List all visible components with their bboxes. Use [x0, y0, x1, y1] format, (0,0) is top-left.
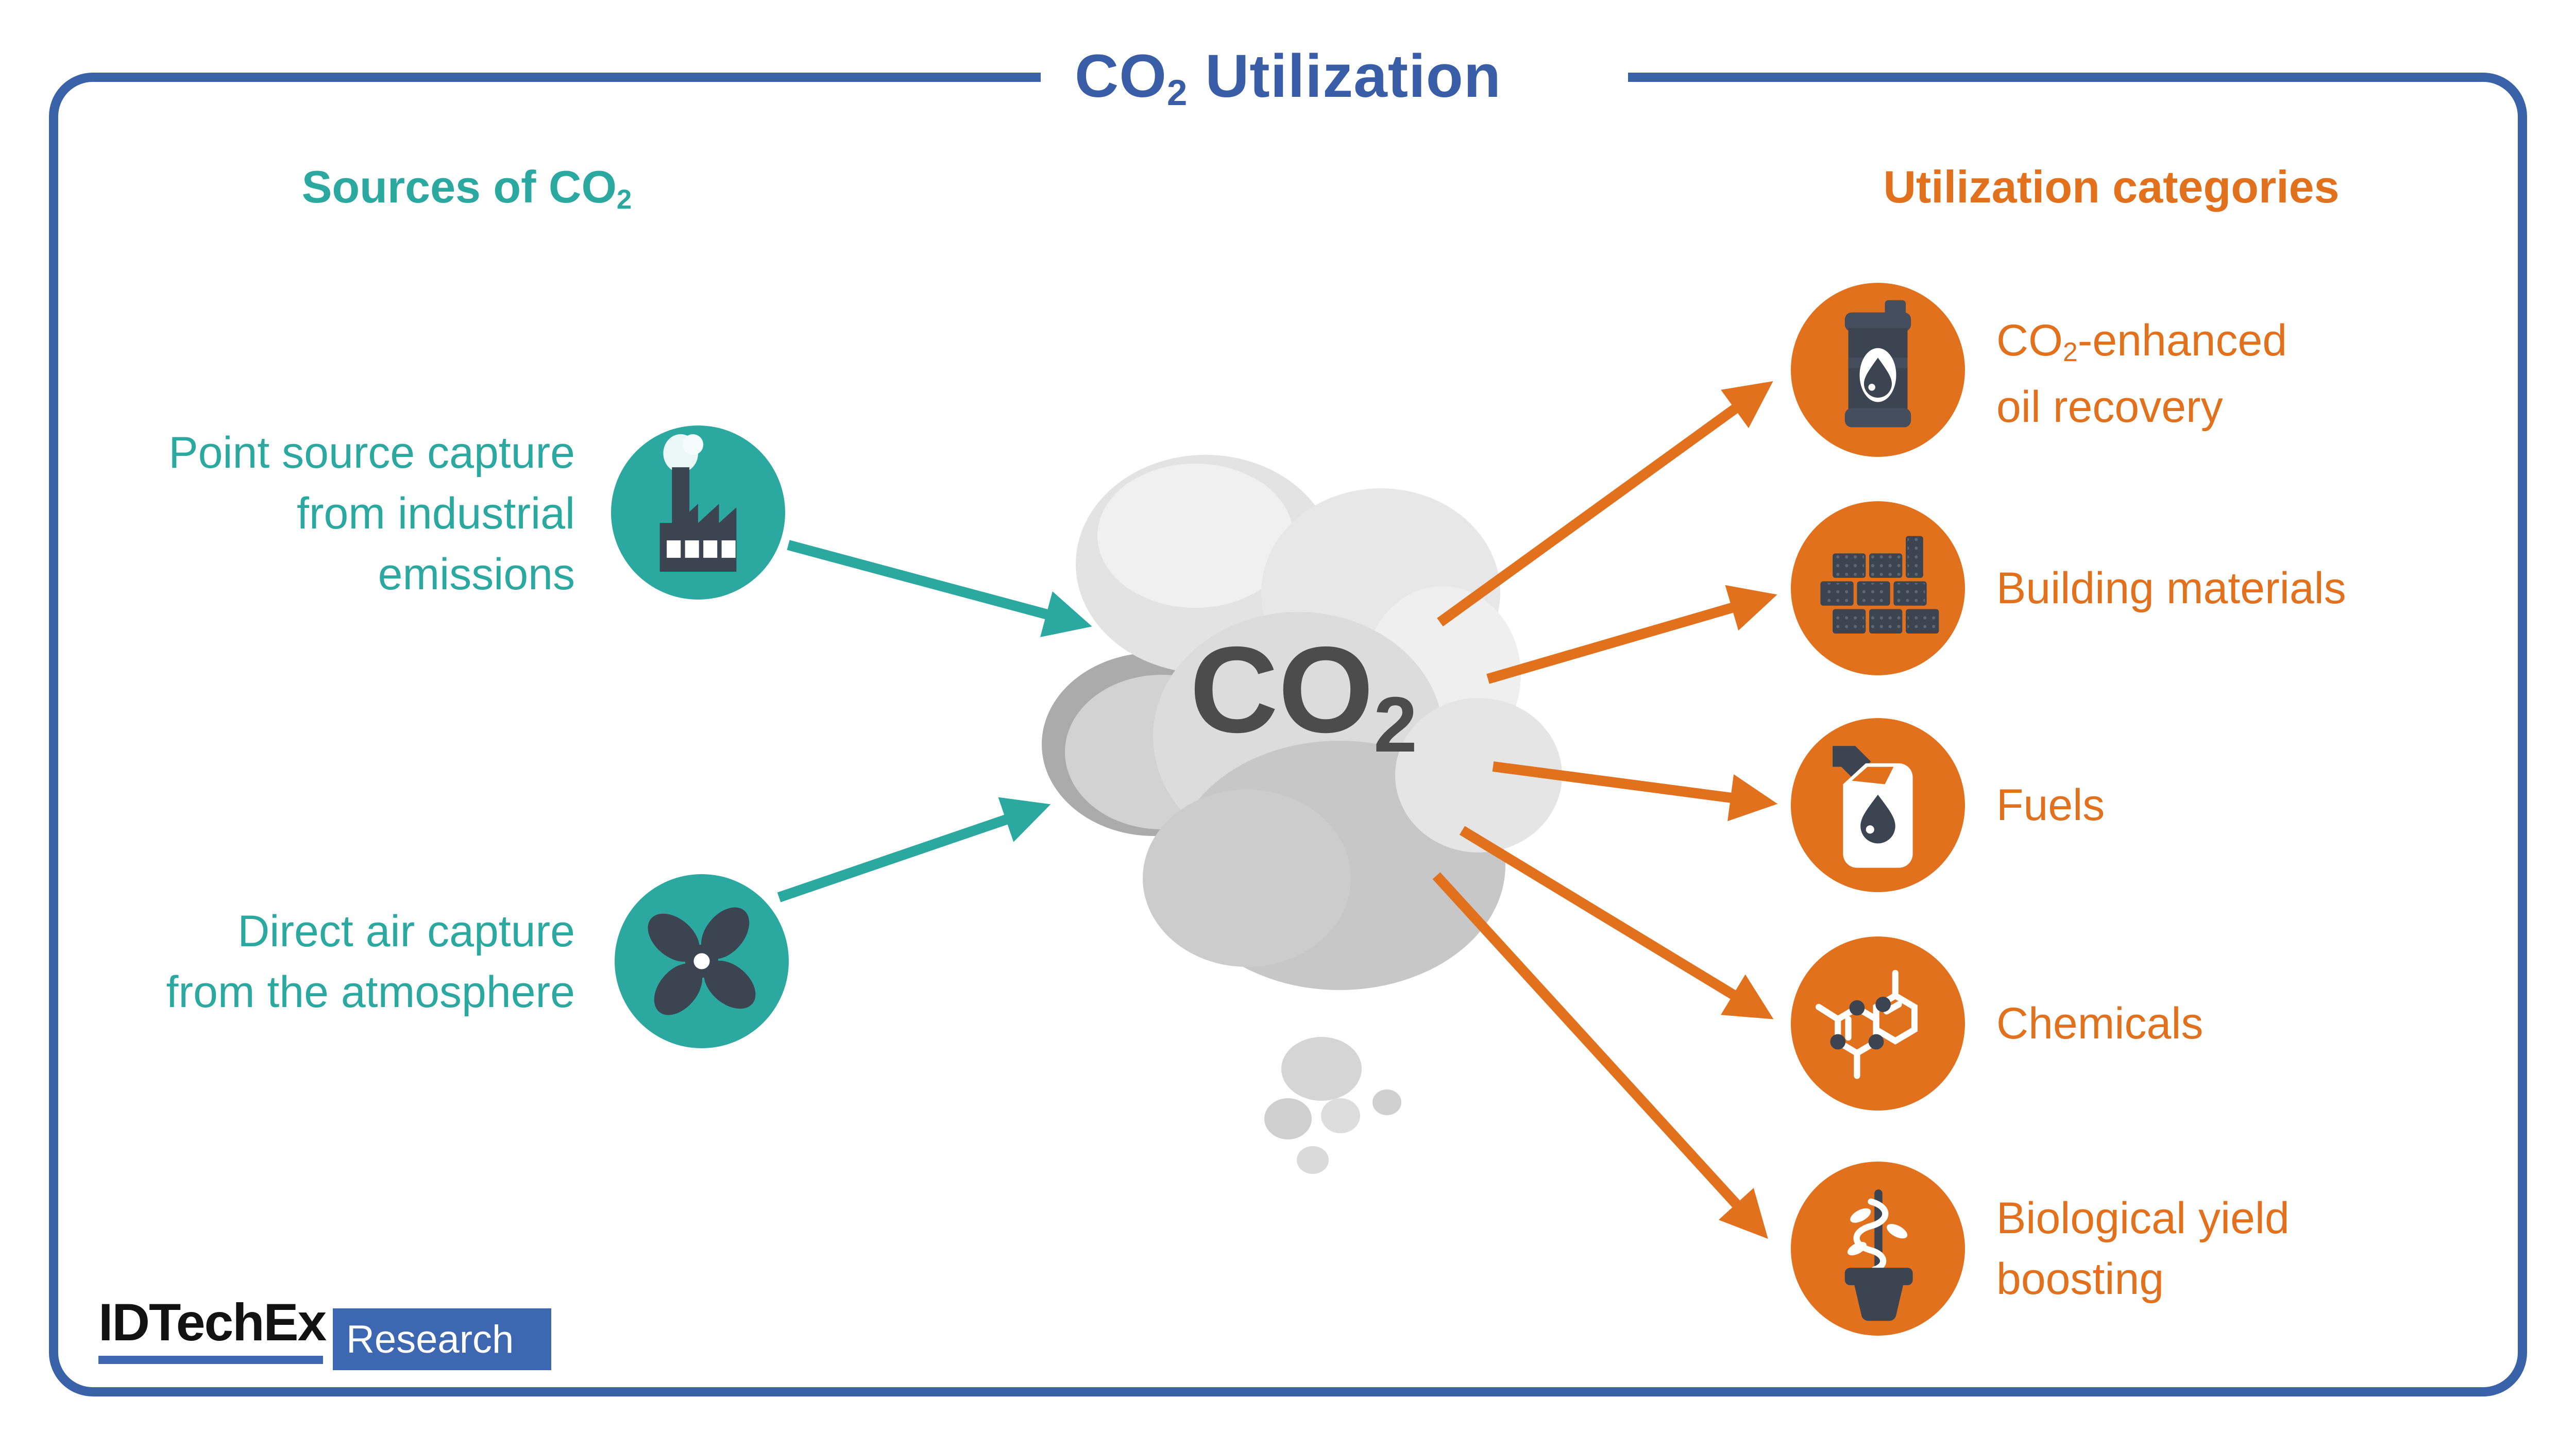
research-badge: Research — [333, 1308, 551, 1370]
utilization-circle-biological — [1791, 1162, 1965, 1336]
utilization-circle-fuels — [1791, 718, 1965, 892]
oil-barrel-icon — [1844, 300, 1911, 428]
utilization-label-building-materials: Building materials — [1996, 564, 2346, 613]
utilization-label-fuels: Fuels — [1996, 780, 2105, 830]
utilization-label-oil-recovery: CO2-enhanced oil recovery — [1996, 316, 2287, 432]
idtechex-logo-underline — [98, 1356, 323, 1364]
title-gap — [1041, 57, 1628, 98]
utilization-heading: Utilization categories — [1883, 161, 2340, 212]
sources-heading: Sources of CO2 — [301, 161, 632, 215]
utilization-label-chemicals: Chemicals — [1996, 999, 2204, 1048]
co2-cloud — [1042, 455, 1562, 1174]
utilization-circle-oil-recovery — [1791, 283, 1965, 457]
source-circle-point-source — [611, 425, 785, 600]
utilization-circle-building-materials — [1791, 501, 1965, 675]
cloud-co2-label: CO2 — [1190, 622, 1417, 769]
utilization-label-biological: Biological yield boosting — [1996, 1194, 2290, 1304]
utilization-circle-chemicals — [1791, 936, 1965, 1111]
factory-icon — [659, 434, 737, 572]
source-circle-direct-air — [615, 874, 789, 1048]
idtechex-logo: IDTechEx — [98, 1293, 327, 1352]
plant-icon — [1844, 1189, 1913, 1321]
source-label-point-source: Point source capture from industrial emi… — [168, 428, 575, 599]
frame-border — [49, 73, 2527, 1396]
bricks-icon — [1820, 536, 1939, 634]
fan-icon — [648, 907, 756, 1015]
page-title: CO2 Utilization — [1075, 42, 1501, 113]
molecule-icon — [1815, 969, 1918, 1079]
fuel-can-icon — [1833, 746, 1913, 868]
source-label-direct-air: Direct air capture from the atmosphere — [166, 907, 575, 1017]
